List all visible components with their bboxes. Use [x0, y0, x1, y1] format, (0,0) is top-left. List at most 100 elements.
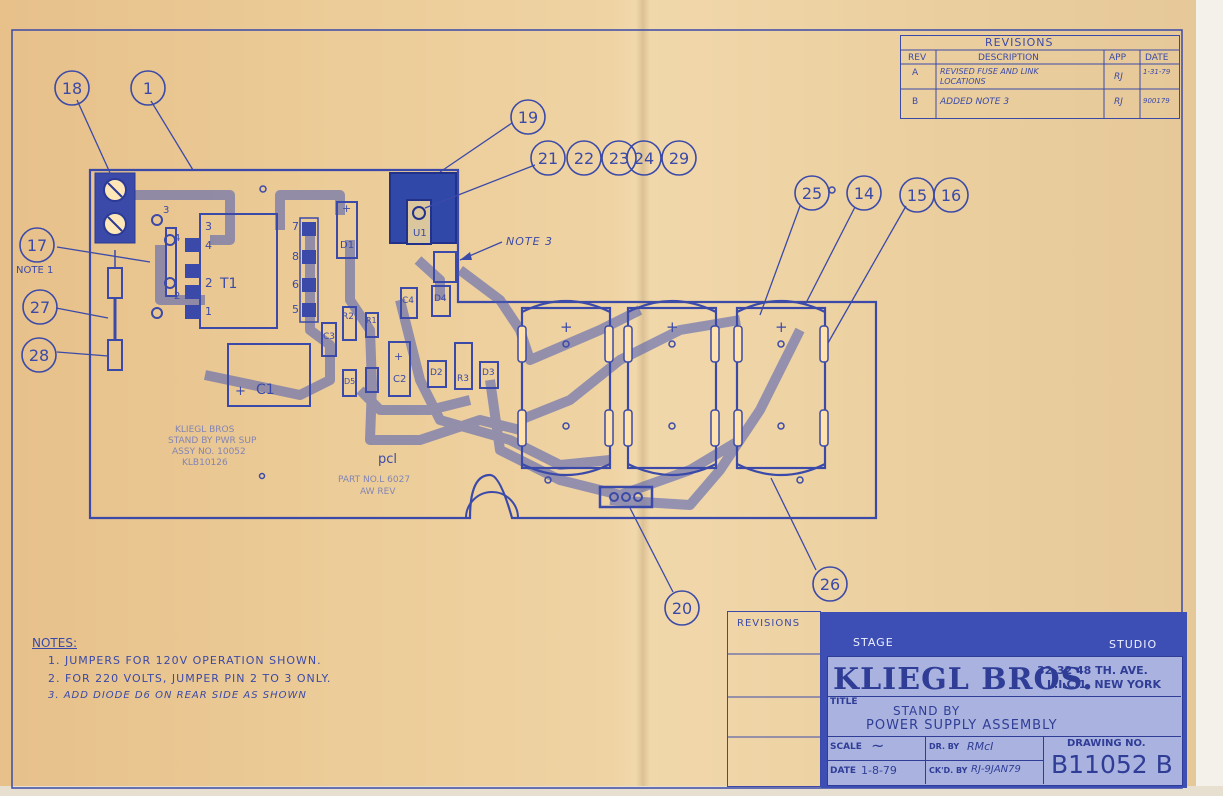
date-label: DATE [830, 766, 857, 776]
drawing-number: B11052 B [1051, 750, 1173, 779]
battery-cells [520, 299, 827, 477]
capacitor-c2 [388, 341, 411, 397]
callout-22: 22 [566, 140, 602, 176]
scan-margin-right [1196, 0, 1223, 796]
svg-text:PART NO.L 6027: PART NO.L 6027 [338, 475, 410, 485]
svg-text:AW REV: AW REV [360, 487, 396, 497]
callout-23: 23 [601, 140, 637, 176]
callout-label: 24 [634, 149, 654, 168]
battery2-plus: + [666, 318, 679, 336]
rev-header-description: DESCRIPTION [978, 53, 1039, 63]
title-stage: STAGE [853, 636, 894, 649]
title-panel [827, 656, 1183, 786]
callout-18: 18 [54, 70, 90, 106]
checked-by-value: RJ-9JAN79 [971, 764, 1021, 775]
callout-label: 23 [609, 149, 629, 168]
label-pin4-t1: 4 [205, 239, 212, 252]
rev-b-desc1: ADDED NOTE 3 [940, 97, 1010, 107]
rev-b-date: 900179 [1143, 97, 1170, 105]
fuse-holder [107, 250, 123, 371]
diode-d6 [433, 251, 457, 283]
capacitor-c3 [321, 322, 337, 357]
battery-clips [517, 325, 829, 447]
label-pcb: pcl [378, 452, 398, 467]
label-d4: D4 [434, 294, 447, 304]
callout-25: 25 [794, 175, 830, 211]
title-line-1: STAND BY [893, 704, 961, 718]
callout-21: 21 [530, 140, 566, 176]
company-address-1: 32-32 48 TH. AVE. [1037, 664, 1148, 677]
titleblock-revisions: REVISIONS [727, 611, 821, 787]
capacitor-c1 [227, 343, 311, 407]
callout-29: 29 [661, 140, 697, 176]
rev-b: B [912, 97, 919, 107]
callout-27: 27 [22, 289, 58, 325]
date-value: 1-8-79 [861, 764, 897, 777]
drawn-by-value: RMcI [967, 740, 994, 753]
diode-d1 [336, 201, 358, 259]
note-2: 2. FOR 220 VOLTS, JUMPER PIN 2 TO 3 ONLY… [48, 672, 332, 685]
mounting-notch [465, 491, 519, 519]
rev-header-date: DATE [1145, 53, 1169, 63]
paper-fold [636, 0, 650, 796]
leader-lines [55, 99, 907, 593]
titleblock-revisions-label: REVISIONS [737, 618, 801, 629]
callout-label: 15 [907, 186, 927, 205]
diode-d3 [479, 361, 499, 389]
capacitor-c4 [400, 287, 418, 319]
battery3-plus: + [775, 318, 788, 336]
connector-20 [598, 485, 654, 509]
label-c4: C4 [402, 296, 415, 306]
t1-pins [185, 222, 316, 319]
note-3: 3. ADD DIODE D6 ON REAR SIDE AS SHOWN [48, 690, 307, 701]
callout-label: 1 [143, 79, 153, 98]
rev-a: A [912, 68, 919, 78]
callout-label: 21 [538, 149, 558, 168]
jumper-pins [151, 214, 177, 319]
svg-text:ASSY NO. 10052: ASSY NO. 10052 [172, 447, 246, 457]
callout-16: 16 [933, 177, 969, 213]
label-r2: R2 [342, 312, 354, 322]
scale-value: ~ [871, 736, 885, 755]
label-d3: D3 [482, 368, 495, 378]
title-studio: STUDIO [1109, 638, 1158, 651]
label-pin3-jumper: 3 [163, 205, 170, 216]
rev-a-desc2: LOCATIONS [940, 77, 986, 86]
callout-label: 16 [941, 186, 961, 205]
callout-label: 22 [574, 149, 594, 168]
label-d1: D1 [340, 240, 355, 251]
diode-d2 [427, 360, 447, 388]
label-pin3-t1: 3 [205, 220, 212, 233]
label-c1-plus: + [235, 384, 246, 399]
rev-header-rev: REV [908, 53, 927, 63]
label-d1-plus: + [342, 202, 352, 215]
label-pin1-t1: 1 [205, 305, 212, 318]
callout-26: 26 [812, 566, 848, 602]
callout-label: 18 [62, 79, 82, 98]
callout-24: 24 [626, 140, 662, 176]
label-c1: C1 [256, 382, 275, 398]
terminal-block [94, 172, 136, 244]
note-1: 1. JUMPERS FOR 120V OPERATION SHOWN. [48, 654, 322, 667]
svg-text:STAND BY PWR SUP: STAND BY PWR SUP [168, 436, 257, 446]
label-r3: R3 [457, 374, 469, 384]
label-note3: NOTE 3 [506, 235, 554, 248]
label-d5: D5 [344, 377, 356, 386]
company-name: KLIEGL BROS. [833, 662, 1094, 697]
label-pin8: 8 [292, 250, 299, 263]
rev-header-app: APP [1109, 53, 1127, 63]
title-label: TITLE [830, 697, 858, 707]
callout-label: 19 [518, 108, 538, 127]
drawn-by-label: DR. BY [929, 742, 960, 751]
svg-text:KLIEGL BROS: KLIEGL BROS [175, 425, 235, 435]
callout-28: 28 [21, 337, 57, 373]
callout-15: 15 [899, 177, 935, 213]
label-pin5: 5 [292, 303, 299, 316]
company-address-2: L.I.C.1, NEW YORK [1047, 678, 1161, 691]
callout-20: 20 [664, 590, 700, 626]
label-r1: R1 [366, 316, 377, 325]
rev-b-app: RJ [1114, 97, 1123, 107]
rev-a-app: RJ [1114, 72, 1123, 82]
label-c3: C3 [323, 332, 336, 342]
